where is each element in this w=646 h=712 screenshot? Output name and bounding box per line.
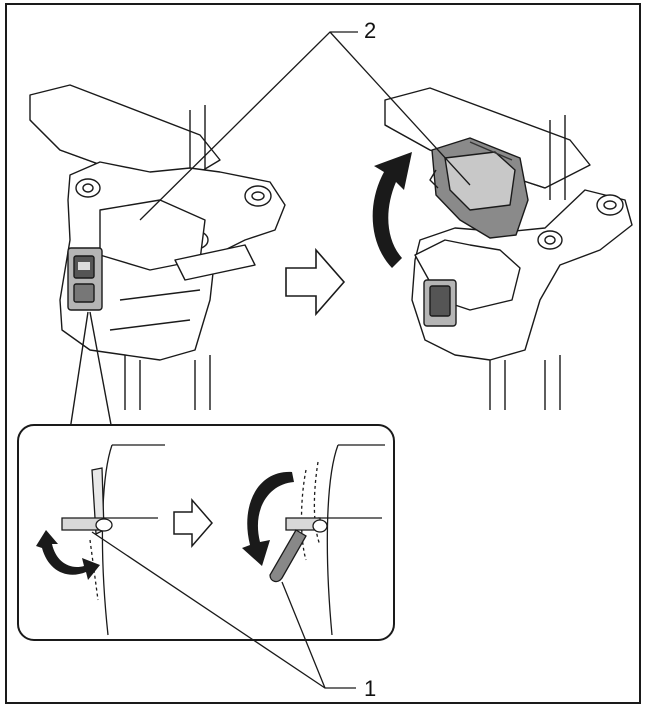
detail-inset: [17, 311, 395, 641]
inset-right-arrow-icon: [173, 497, 213, 549]
right-column-assembly: [384, 87, 633, 410]
release-lever: [269, 529, 307, 583]
curved-up-arrow-icon: [372, 152, 412, 268]
right-arrow-icon: [285, 247, 346, 317]
rotate-arrow-icon: [36, 530, 100, 580]
rotate-down-arrow-icon: [242, 471, 294, 566]
leader-lines: [91, 31, 471, 689]
callout-label-2: 2: [364, 18, 377, 43]
callout-label-1: 1: [364, 676, 377, 701]
left-column-assembly: [29, 84, 286, 410]
